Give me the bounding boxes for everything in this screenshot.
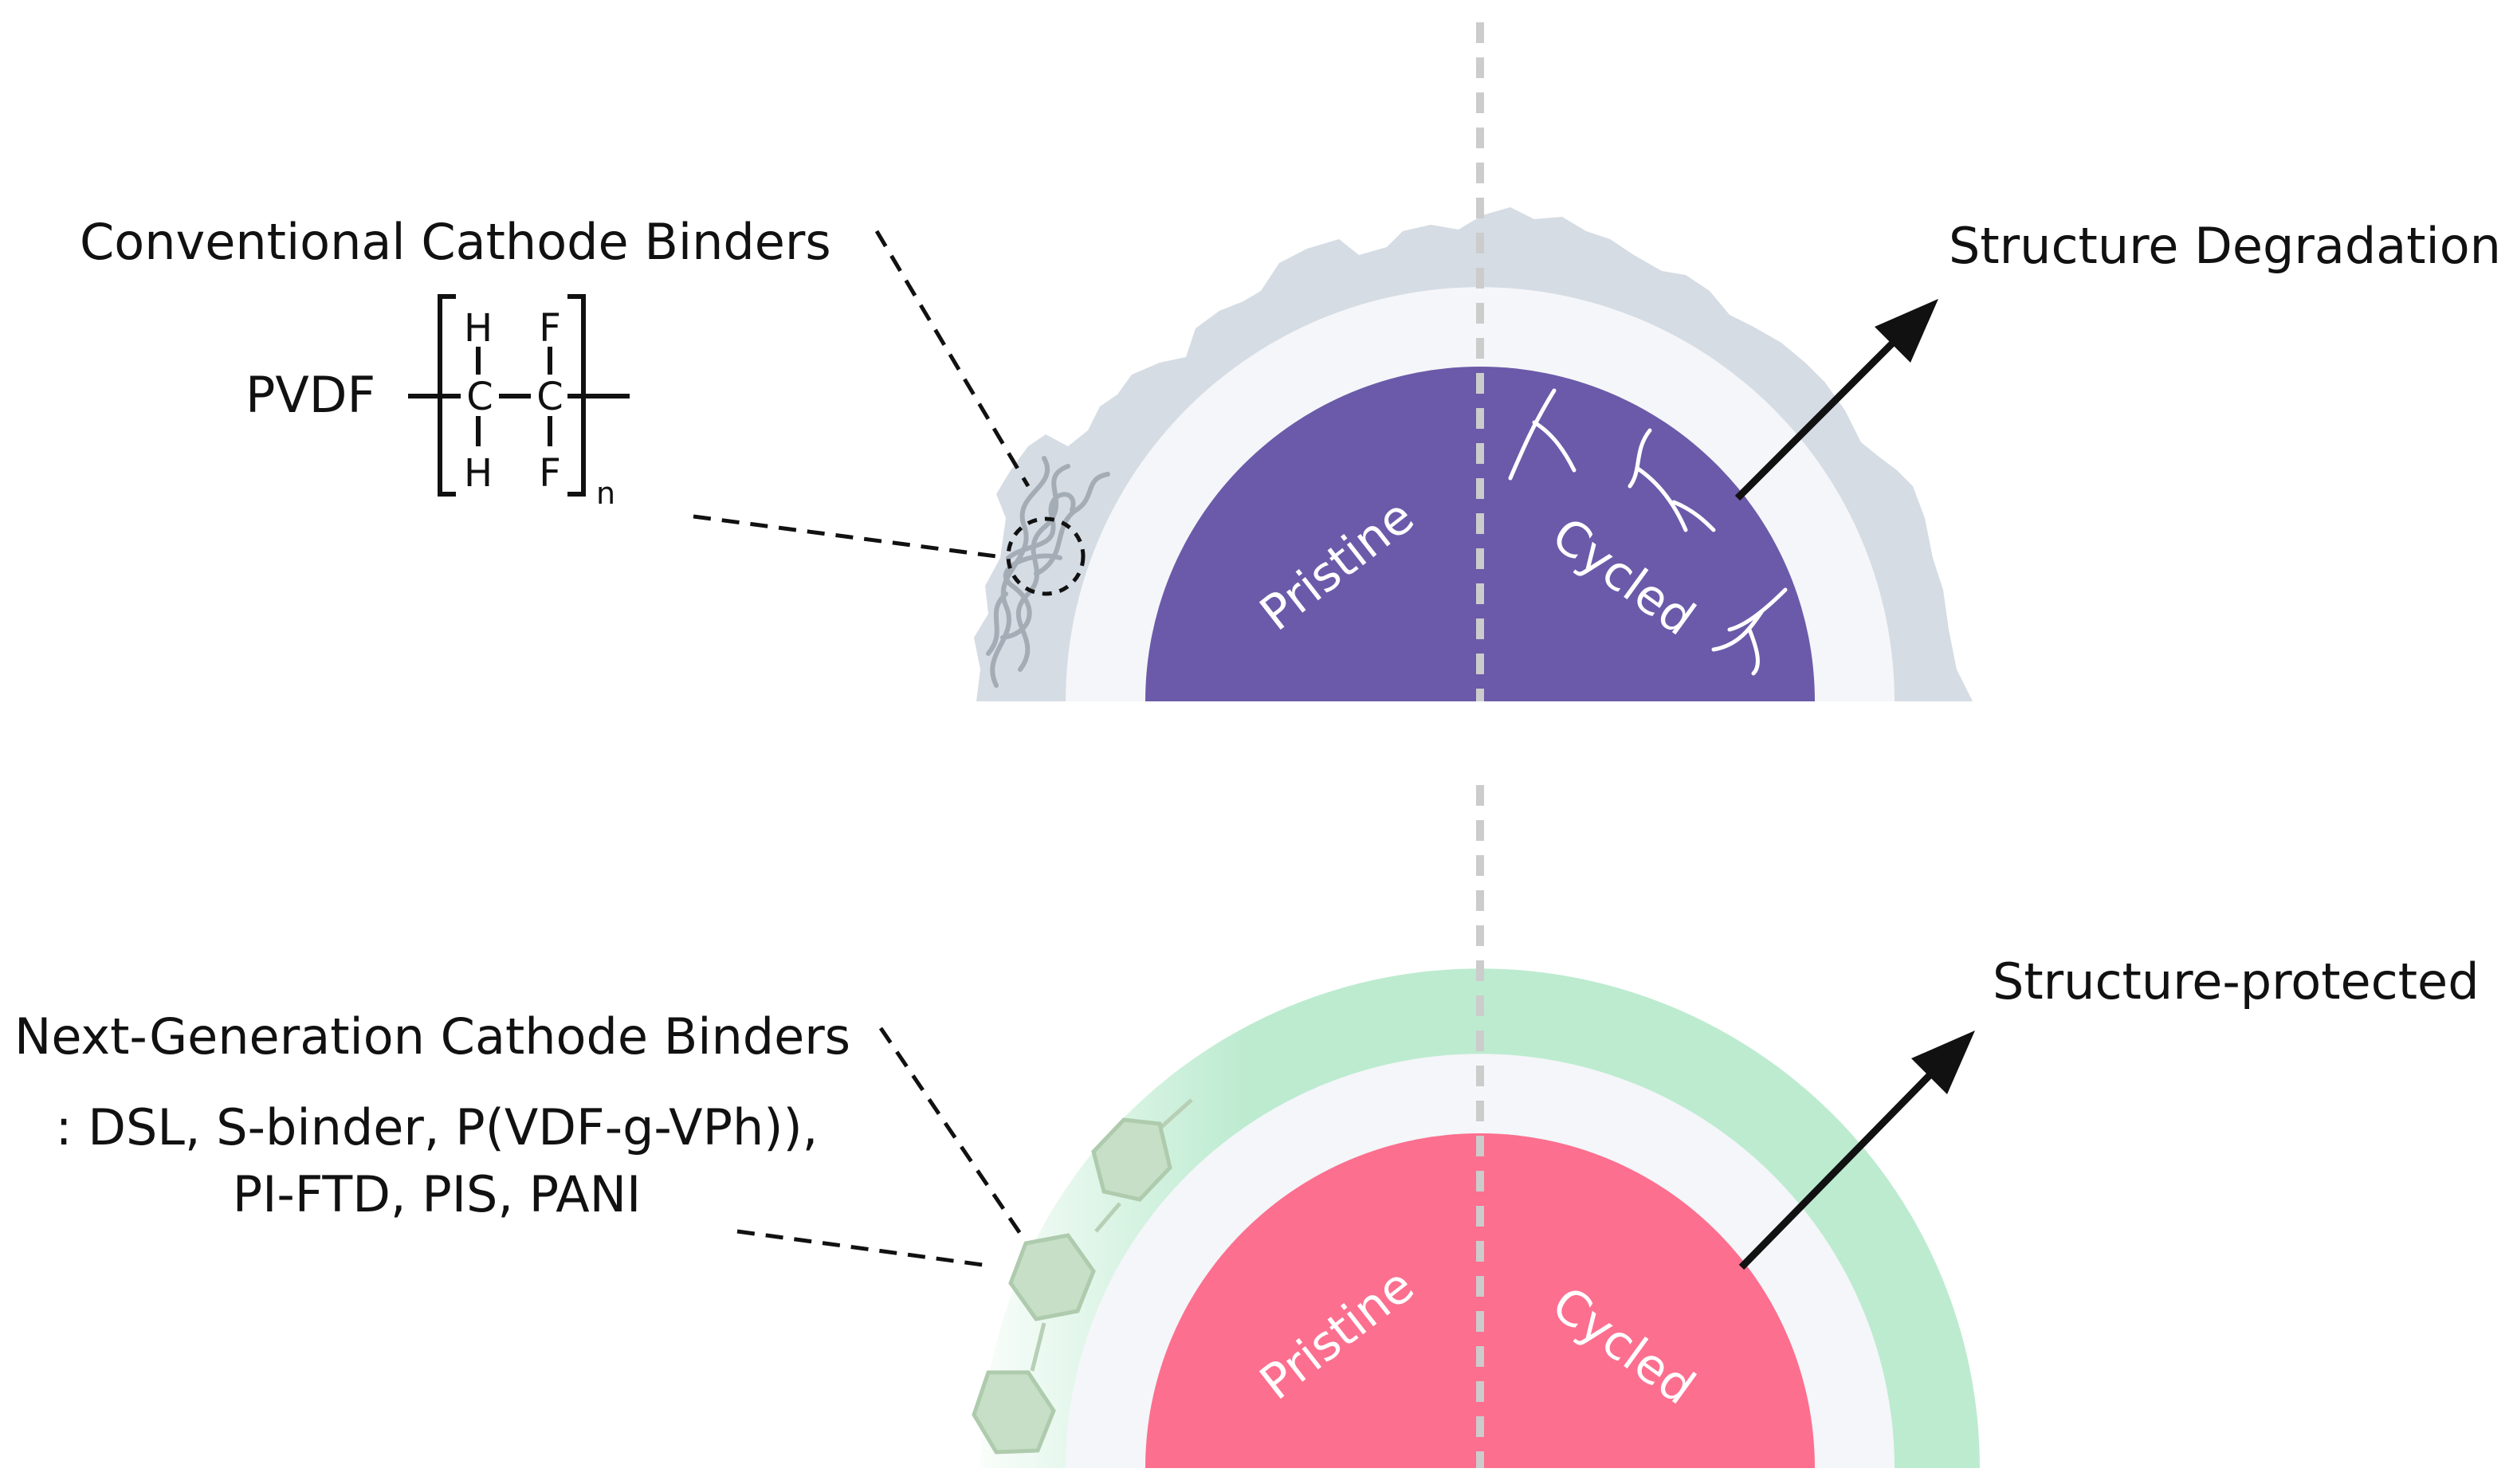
hex-link-mid bbox=[1094, 1202, 1121, 1233]
bottom-panel: Pristine Cycled Structure-protected Next… bbox=[14, 785, 2480, 1468]
atom-h-bottom: H bbox=[464, 451, 493, 496]
hexagon-bottom bbox=[972, 1370, 1056, 1455]
atom-h-top: H bbox=[464, 306, 493, 351]
pvdf-label: PVDF bbox=[245, 366, 375, 424]
atom-c-left: C bbox=[466, 375, 493, 419]
hexagon-binder-chain bbox=[972, 1098, 1193, 1455]
top-panel: Pristine Cycled Structure Degradation Co… bbox=[80, 22, 2501, 701]
top-outcome-arrow bbox=[1734, 332, 1904, 501]
binder-callout-circle bbox=[1006, 516, 1086, 596]
top-callout-line-lower bbox=[693, 514, 997, 559]
bottom-particle-core bbox=[1145, 1133, 1815, 1468]
hexagon-top bbox=[1091, 1117, 1172, 1202]
atom-f-bottom: F bbox=[539, 451, 561, 496]
binder-examples-line-2: PI-FTD, PIS, PANI bbox=[233, 1165, 642, 1223]
conventional-binder-title: Conventional Cathode Binders bbox=[80, 213, 831, 271]
top-callout-line-upper bbox=[874, 230, 1031, 488]
tangled-binder-strands bbox=[986, 456, 1110, 688]
hexagon-middle bbox=[1008, 1233, 1096, 1321]
atom-c-right: C bbox=[536, 375, 563, 419]
top-outcome-label: Structure Degradation bbox=[1949, 217, 2501, 275]
formula-subscript-n: n bbox=[596, 476, 615, 511]
crack-lines bbox=[1508, 388, 1788, 676]
binder-examples-line-1: : DSL, S-binder, P(VDF-g-VPh)), bbox=[56, 1098, 819, 1156]
pvdf-structural-formula: PVDF H F C C H F n bbox=[245, 294, 630, 511]
bottom-outcome-label: Structure-protected bbox=[1993, 952, 2480, 1011]
next-gen-binder-title: Next-Generation Cathode Binders bbox=[14, 1007, 850, 1066]
bottom-callout-line-upper bbox=[878, 1027, 1027, 1241]
atom-f-top: F bbox=[539, 306, 561, 351]
bottom-callout-line-lower bbox=[736, 1229, 989, 1268]
bottom-arrow-head bbox=[1911, 1031, 1975, 1094]
bottom-outcome-arrow bbox=[1738, 1065, 1940, 1270]
hex-link-low bbox=[1030, 1322, 1046, 1372]
top-arrow-head bbox=[1875, 299, 1938, 363]
